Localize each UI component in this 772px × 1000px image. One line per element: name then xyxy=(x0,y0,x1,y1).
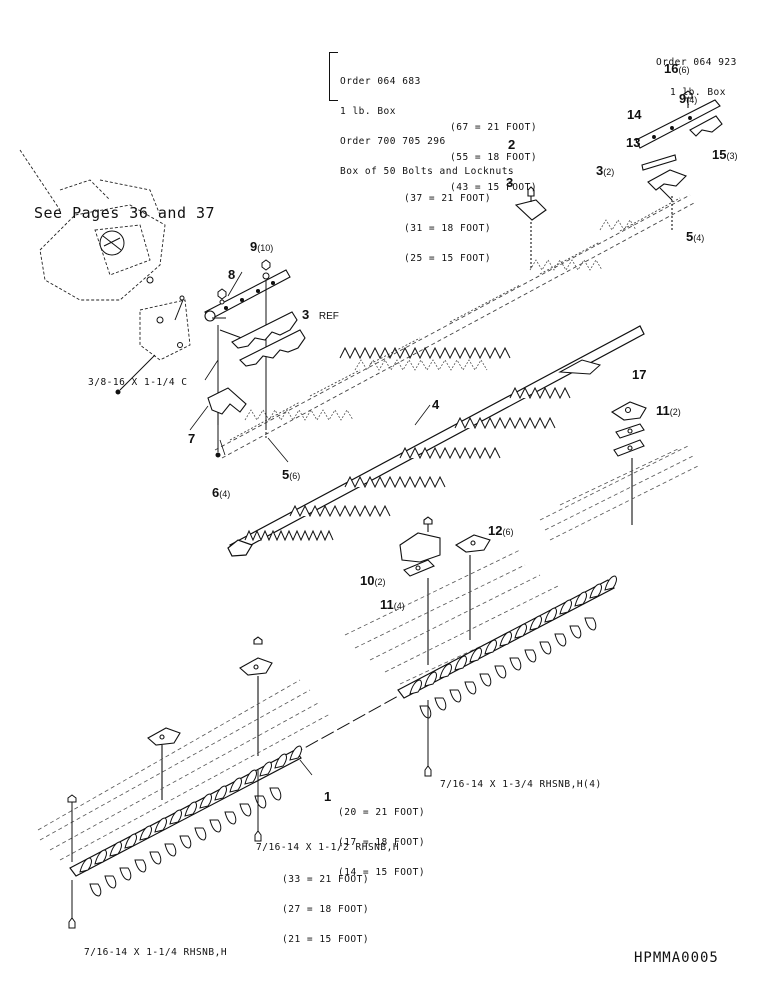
order-box-left: Order 064 683 1 lb. Box Order 700 705 29… xyxy=(340,57,514,197)
callout-10-2: 10(2) xyxy=(360,573,386,588)
callout-3-ref: 3 REF xyxy=(302,307,339,322)
callout-6-4: 6(4) xyxy=(212,485,231,500)
order-line-2: 1 lb. Box xyxy=(340,106,396,117)
callout-3-2: 3(2) xyxy=(596,163,615,178)
left-dashed-bar xyxy=(37,679,331,861)
parts-17-11 xyxy=(610,401,647,525)
drive-detail xyxy=(99,230,185,395)
order-line-3: Order 700 705 296 xyxy=(340,136,446,147)
bolt-label-7-16-1-3-4: 7/16-14 X 1-3/4 RHSNB,H(4) xyxy=(440,779,602,790)
qty-bolt-line-1: (33 = 21 FOOT) xyxy=(282,874,370,885)
guard-bar-lower-teeth xyxy=(79,745,302,897)
guard-bar-upper-teeth xyxy=(409,575,617,719)
qty-item-1: (20 = 21 FOOT) (17 = 18 FOOT) (14 = 15 F… xyxy=(338,788,425,898)
qty-3-line-2: (31 = 18 FOOT) xyxy=(404,223,492,234)
drive-housing xyxy=(19,149,191,361)
qty-2-line-3: (43 = 15 FOOT) xyxy=(450,182,538,193)
qty-3-line-1: (37 = 21 FOOT) xyxy=(404,193,492,204)
leader-lines xyxy=(189,271,431,776)
bolt-label-7-16-1-1-2: 7/16-14 X 1-1/2 RHSNB,H xyxy=(256,842,400,853)
qty-2-line-1: (67 = 21 FOOT) xyxy=(450,122,538,133)
upper-sections-solid xyxy=(339,346,511,360)
callout-2: 2 xyxy=(508,137,516,152)
callout-12-6: 12(6) xyxy=(488,523,514,538)
callout-5-6: 5(6) xyxy=(282,467,301,482)
callout-9-10: 9(10) xyxy=(250,239,274,254)
figure-code: HPMMA0005 xyxy=(634,950,719,966)
qty-1-line-1: (20 = 21 FOOT) xyxy=(338,807,426,818)
qty-bolt-line-2: (27 = 18 FOOT) xyxy=(282,904,370,915)
callout-15: 15(3) xyxy=(712,147,738,162)
left-clips xyxy=(147,636,273,800)
callout-17: 17 xyxy=(632,367,647,382)
bolt-label-3-8: 3/8-16 X 1-1/4 C xyxy=(88,377,188,388)
section-7 xyxy=(207,387,247,425)
callout-1: 1 xyxy=(324,789,332,804)
callout-14: 14 xyxy=(627,107,642,122)
upper-sections xyxy=(244,219,637,421)
qty-1-line-3: (14 = 15 FOOT) xyxy=(338,867,426,878)
section-3-ref xyxy=(231,311,306,367)
knife-4-sections xyxy=(244,359,602,542)
callout-11-4: 11(4) xyxy=(380,597,405,612)
right-dashed-bar xyxy=(539,444,701,541)
order-right-line-1: Order 064 923 xyxy=(656,57,737,68)
order-box-right: Order 064 923 1 lb. Box xyxy=(656,38,737,118)
order-line-1: Order 064 683 xyxy=(340,76,421,87)
section-3-top xyxy=(514,186,547,268)
qty-item-3: (37 = 21 FOOT) (31 = 18 FOOT) (25 = 15 F… xyxy=(404,174,491,284)
bolt-label-7-16-1-1-4: 7/16-14 X 1-1/4 RHSNB,H xyxy=(84,947,228,958)
lower-bolts xyxy=(67,770,262,929)
order-right-line-2: 1 lb. Box xyxy=(670,87,726,98)
parts-13-14-15 xyxy=(635,90,723,230)
callout-8: 8 xyxy=(228,267,236,282)
callout-16: 16(6) xyxy=(664,61,690,76)
order-bracket xyxy=(329,52,338,101)
qty-item-2: (67 = 21 FOOT) (55 = 18 FOOT) (43 = 15 F… xyxy=(450,103,537,213)
callout-11-2: 11(2) xyxy=(656,403,681,418)
qty-bolt-line-3: (21 = 15 FOOT) xyxy=(282,934,370,945)
qty-bolt-1-1-2: (33 = 21 FOOT) (27 = 18 FOOT) (21 = 15 F… xyxy=(282,855,369,965)
upper-knife-assembly xyxy=(214,194,695,459)
callout-9-top: 9(4) xyxy=(679,91,698,106)
bolt-3-8 xyxy=(212,288,252,458)
qty-1-line-2: (17 = 18 FOOT) xyxy=(338,837,426,848)
knife-assembly-4 xyxy=(227,325,645,557)
middle-dashed-bar xyxy=(344,549,581,685)
callout-4: 4 xyxy=(432,397,440,412)
callout-7: 7 xyxy=(188,431,196,446)
see-pages-note: See Pages 36 and 37 xyxy=(34,204,216,222)
callout-3: 3 xyxy=(506,175,514,190)
order-line-4: Box of 50 Bolts and Locknuts xyxy=(340,166,515,177)
qty-2-line-2: (55 = 18 FOOT) xyxy=(450,152,538,163)
parts-10-11-12 xyxy=(399,516,491,665)
callout-13: 13 xyxy=(626,135,641,150)
callout-5-4: 5(4) xyxy=(686,229,705,244)
qty-3-line-3: (25 = 15 FOOT) xyxy=(404,253,492,264)
